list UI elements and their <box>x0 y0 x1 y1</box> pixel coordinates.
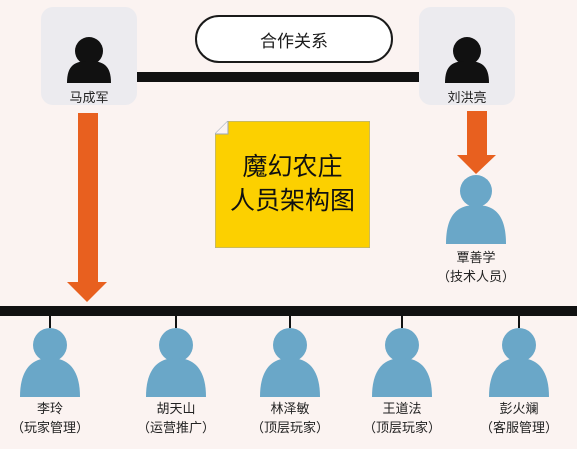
partner-card-right: 刘洪亮 <box>419 7 515 106</box>
title-line-2: 人员架构图 <box>229 186 355 215</box>
member-role: （顶层玩家） <box>362 421 441 436</box>
person-icon <box>445 37 489 83</box>
partner-card-left: 马成军 <box>41 7 137 106</box>
team-member-label: 胡天山 （运营推广） <box>126 400 226 438</box>
tech-staff-label: 覃善学 （技术人员） <box>426 249 526 287</box>
partnership-line <box>137 72 419 82</box>
partner-name: 刘洪亮 <box>447 91 487 106</box>
tech-staff-role: （技术人员） <box>436 270 515 285</box>
person-icon <box>20 328 549 397</box>
team-member-label: 林泽敏 （顶层玩家） <box>240 400 340 438</box>
member-name: 李玲 <box>36 402 63 417</box>
member-name: 林泽敏 <box>270 402 310 417</box>
member-name: 胡天山 <box>156 402 196 417</box>
partner-name: 马成军 <box>69 91 109 106</box>
person-icon <box>67 37 111 83</box>
member-role: （顶层玩家） <box>250 421 329 436</box>
chart-title: 魔幻农庄 人员架构图 <box>215 150 370 218</box>
team-member-label: 李玲 （玩家管理） <box>0 400 100 438</box>
relationship-label: 合作关系 <box>195 15 393 63</box>
title-note <box>215 121 370 248</box>
team-member-label: 彭火斓 （客服管理） <box>469 400 569 438</box>
member-name: 王道法 <box>382 402 422 417</box>
member-role: （客服管理） <box>479 421 558 436</box>
member-role: （玩家管理） <box>10 421 89 436</box>
member-role: （运营推广） <box>136 421 215 436</box>
tech-staff-name: 覃善学 <box>456 251 496 266</box>
team-member-label: 王道法 （顶层玩家） <box>352 400 452 438</box>
member-name: 彭火斓 <box>499 402 539 417</box>
title-line-1: 魔幻农庄 <box>242 152 343 181</box>
